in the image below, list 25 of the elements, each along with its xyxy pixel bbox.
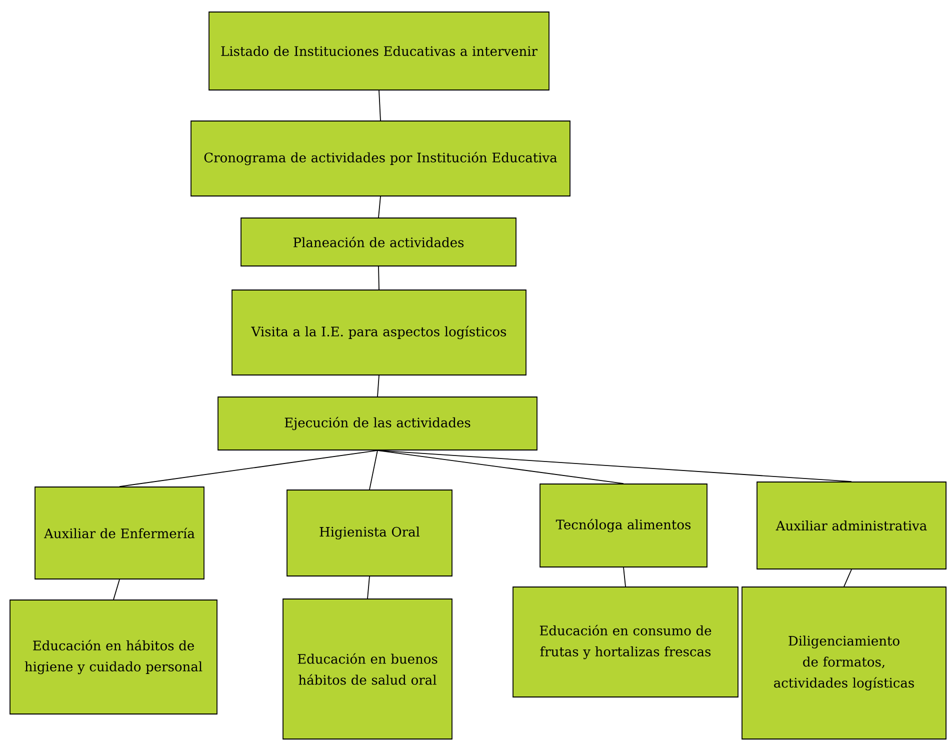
connector-line [119,450,378,487]
process-box: Educación en consumo de frutas y hortalizas frescas [512,586,738,698]
connector-line [377,450,852,482]
process-box: Ejecución de las actividades [218,396,538,450]
process-box: Visita a la I.E. para aspectos logísticos [232,290,526,376]
connector-line [377,375,380,397]
process-box: Auxiliar administrativa [756,482,946,570]
process-box: Auxiliar de Enfermería [34,486,204,580]
process-box: Educación en hábitos de higiene y cuidado personal [10,600,218,714]
process-box: Diligenciamiento de formatos, actividades logísticas [742,586,946,740]
connector-line [367,576,370,599]
connector-line [844,569,852,587]
connector-line [113,579,120,600]
connector-line [378,90,381,121]
process-box: Educación en buenos hábitos de salud oral [282,598,452,740]
process-box: Tecnóloga alimentos [540,484,708,568]
connector-line [378,266,380,290]
process-box: Cronograma de actividades por Institución Educativa [190,120,570,196]
process-box: Listado de Instituciones Educativas a intervenir [208,12,550,90]
process-box: Higienista Oral [286,490,452,576]
connector-line [378,196,381,218]
connector-line [623,567,626,587]
process-box: Planeación de actividades [240,218,516,266]
connector-line [377,450,624,484]
connector-line [369,450,378,490]
